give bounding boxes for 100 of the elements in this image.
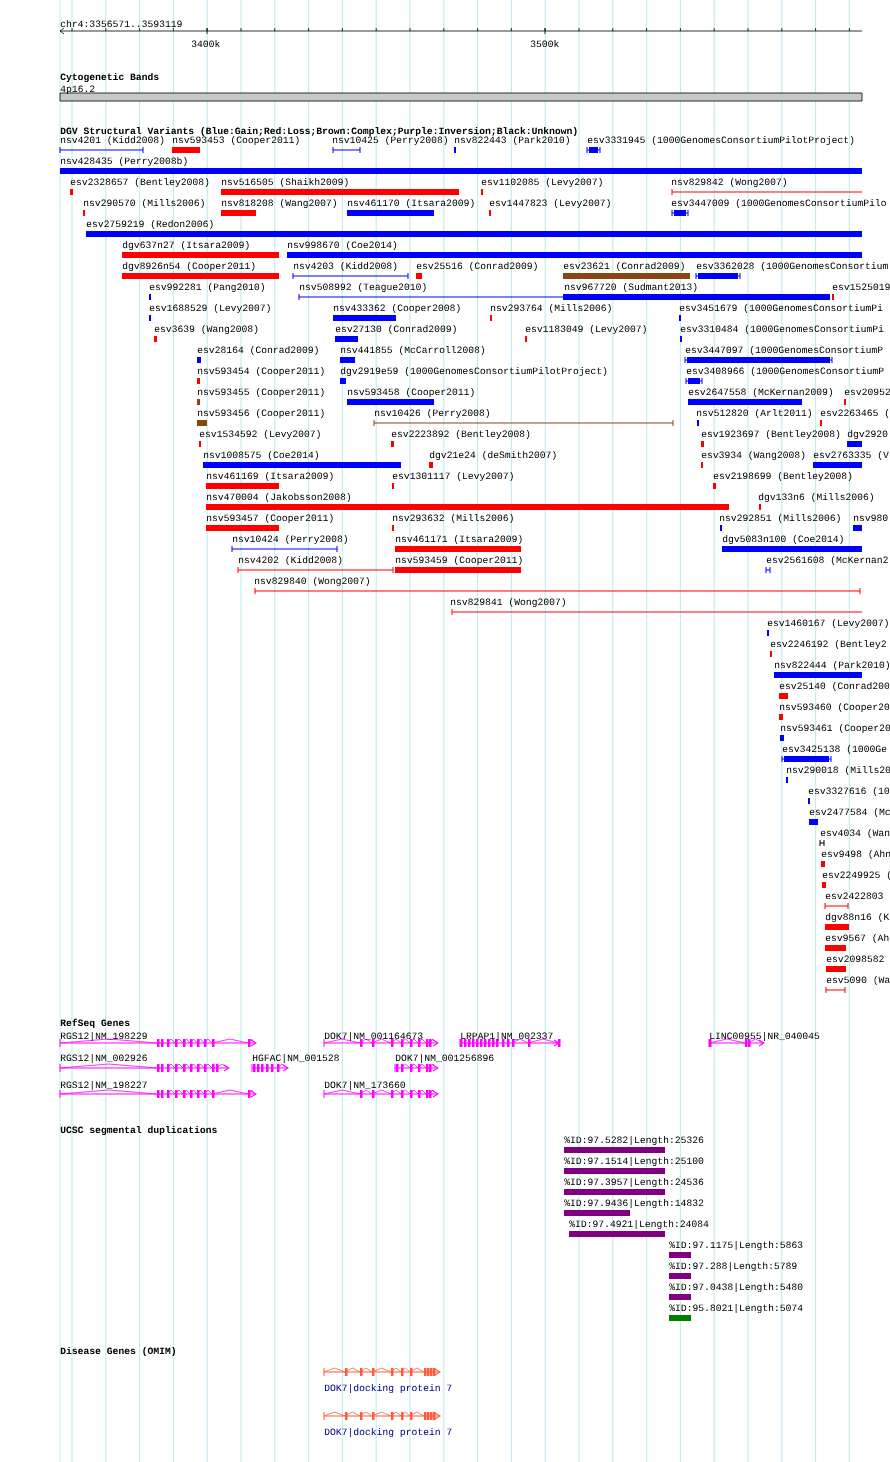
variant-label: esv5090 (Wa [826, 976, 890, 985]
variant-label: esv3447009 (1000GenomesConsortiumPilo [671, 199, 886, 208]
band-label: 4p16.2 [60, 85, 95, 94]
variant-label: nsv829842 (Wong2007) [672, 178, 786, 187]
variant-label: esv2561608 (McKernan2 [766, 556, 888, 565]
variant-label: esv2759219 (Redon2006) [86, 220, 213, 229]
track-title: Disease Genes (OMIM) [60, 1347, 175, 1356]
variant-label: esv25140 (Conrad200 [779, 682, 890, 691]
variant-label: esv2249925 ( [822, 871, 890, 880]
variant-label: esv3934 (Wang2008) [701, 451, 805, 460]
duplication-label: %ID:97.288|Length:5789 [669, 1262, 797, 1271]
variant-label: esv1460167 (Levy2007) [767, 619, 888, 628]
variant-label: nsv829840 (Wong2007) [255, 577, 369, 586]
track-title: RefSeq Genes [60, 1018, 130, 1028]
variant-label: nsv4201 (Kidd2008) [61, 136, 164, 145]
variant-label: nsv10426 (Perry2008) [375, 409, 489, 418]
variant-label: nsv593454 (Cooper2011) [198, 367, 324, 376]
variant-label: esv3408966 (1000GenomesConsortiumP [686, 367, 884, 376]
variant-label: nsv512820 (Arlt2011) [697, 409, 811, 418]
gene-label: LINC00955|NR_040045 [710, 1032, 820, 1041]
variant-label: nsv593458 (Cooper2011) [348, 388, 474, 397]
variant-label: nsv4202 (Kidd2008) [239, 556, 342, 565]
variant-label: nsv10424 (Perry2008) [233, 535, 347, 544]
axis-label: 3400k [191, 40, 220, 48]
variant-label: nsv293632 (Mills2006) [393, 514, 513, 523]
variant-label: esv28164 (Conrad2009) [197, 346, 318, 355]
variant-label: esv2647558 (McKernan2009) [688, 388, 833, 397]
variant-label: nsv1008575 (Coe2014) [204, 451, 318, 460]
variant-label: esv1525019 [832, 283, 890, 291]
variant-label: dgv133n6 (Mills2006) [758, 493, 873, 502]
variant-label: esv4034 (Wan [820, 829, 890, 838]
variant-label: dgv2919e59 (1000GenomesConsortiumPilotProject) [340, 367, 607, 376]
variant-label: esv20952 [844, 388, 890, 396]
variant-label: esv3327616 (10 [808, 787, 890, 796]
variant-label: nsv433362 (Cooper2008) [334, 304, 460, 313]
variant-label: esv2098582 [826, 955, 884, 963]
gene-label: RGS12|NM_198227 [60, 1081, 147, 1090]
variant-label: esv3331945 (1000GenomesConsortiumPilotProject) [587, 136, 854, 145]
duplication-label: %ID:97.5282|Length:25326 [564, 1136, 704, 1145]
variant-label: nsv292851 (Mills2006) [720, 514, 840, 523]
variant-label: esv3425138 (1000Ge [782, 745, 887, 754]
variant-label: esv1301117 (Levy2007) [392, 472, 513, 481]
variant-label: nsv593460 (Cooper20 [780, 703, 890, 712]
variant-label: nsv829841 (Wong2007) [451, 598, 565, 607]
variant-label: nsv593459 (Cooper2011) [396, 556, 522, 565]
disease-gene-label: DOK7|docking protein 7 [324, 1384, 452, 1393]
variant-label: esv1688529 (Levy2007) [149, 304, 270, 313]
track-title: UCSC segmental duplications [60, 1126, 217, 1136]
gene-label: DOK7|NM_173660 [324, 1081, 406, 1090]
variant-label: nsv461169 (Itsara2009) [207, 472, 333, 481]
variant-label: esv2477584 (Mc [809, 808, 890, 817]
track-title: DGV Structural Variants (Blue:Gain;Red:Loss;Brown:Complex;Purple:Inversion;Black:Unknown) [60, 127, 577, 136]
variant-label: nsv428435 (Perry2008b) [61, 157, 187, 166]
variant-label: nsv593456 (Cooper2011) [198, 409, 324, 418]
variant-label: esv3310484 (1000GenomesConsortiumPi [680, 325, 884, 334]
variant-label: nsv593453 (Cooper2011) [173, 136, 299, 145]
variant-label: esv1102085 (Levy2007) [481, 178, 602, 187]
variant-label: nsv4203 (Kidd2008) [294, 262, 397, 271]
variant-label: nsv10425 (Perry2008) [333, 136, 447, 145]
duplication-label: %ID:97.1514|Length:25100 [564, 1157, 704, 1166]
variant-label: nsv290570 (Mills2006) [84, 199, 204, 208]
variant-label: nsv293764 (Mills2006) [491, 304, 611, 313]
variant-label: esv992281 (Pang2010) [149, 283, 264, 292]
gene-label: RGS12|NM_002926 [60, 1054, 147, 1063]
variant-label: esv2328657 (Bentley2008) [70, 178, 209, 187]
axis-label: 3500k [530, 40, 559, 48]
duplication-label: %ID:97.4921|Length:24084 [569, 1220, 709, 1229]
variant-label: nsv470004 (Jakobsson2008) [207, 493, 351, 502]
variant-label: nsv593461 (Cooper20 [781, 724, 890, 733]
variant-label: nsv441855 (McCarroll2008) [341, 346, 485, 355]
variant-label: esv1183049 (Levy2007) [525, 325, 646, 334]
duplication-label: %ID:97.9436|Length:14832 [564, 1199, 704, 1208]
variant-label: esv2263465 ( [820, 409, 889, 418]
gene-label: LRPAP1|NM_002337 [461, 1032, 553, 1041]
variant-label: dgv8926n54 (Cooper2011) [122, 262, 255, 271]
variant-label: nsv822443 (Park2010) [455, 136, 569, 145]
variant-label: dgv88n16 (K [825, 913, 890, 922]
variant-label: esv23621 (Conrad2009) [563, 262, 684, 271]
variant-label: esv3362028 (1000GenomesConsortium [696, 262, 888, 271]
variant-label: nsv818208 (Wang2007) [222, 199, 336, 208]
variant-label: esv27130 (Conrad2009) [335, 325, 456, 334]
variant-label: esv9567 (Ah [825, 934, 889, 943]
variant-label: esv1447823 (Levy2007) [489, 199, 610, 208]
variant-label: esv1534592 (Levy2007) [199, 430, 320, 439]
variant-label: nsv967720 (Sudmant2013) [565, 283, 697, 292]
variant-label: esv3639 (Wang2008) [154, 325, 258, 334]
gene-label: HGFAC|NM_001528 [252, 1054, 339, 1063]
duplication-label: %ID:95.8021|Length:5074 [669, 1304, 803, 1313]
variant-label: dgv5083n100 (Coe2014) [722, 535, 843, 544]
track-title: Cytogenetic Bands [60, 73, 159, 83]
disease-gene-label: DOK7|docking protein 7 [324, 1428, 452, 1437]
gene-label: RGS12|NM_198229 [60, 1032, 147, 1041]
chromosome-position: chr4:3356571..3593119 [60, 20, 182, 28]
variant-label: nsv461170 (Itsara2009) [348, 199, 474, 208]
variant-label: dgv2920 [847, 430, 888, 439]
variant-label: esv3451679 (1000GenomesConsortiumPi [679, 304, 883, 313]
variant-label: nsv980 [854, 514, 888, 522]
variant-label: esv1923697 (Bentley2008) [701, 430, 840, 439]
variant-label: nsv822444 (Park2010) [775, 661, 889, 670]
variant-label: esv2246192 (Bentley2 [770, 640, 886, 649]
